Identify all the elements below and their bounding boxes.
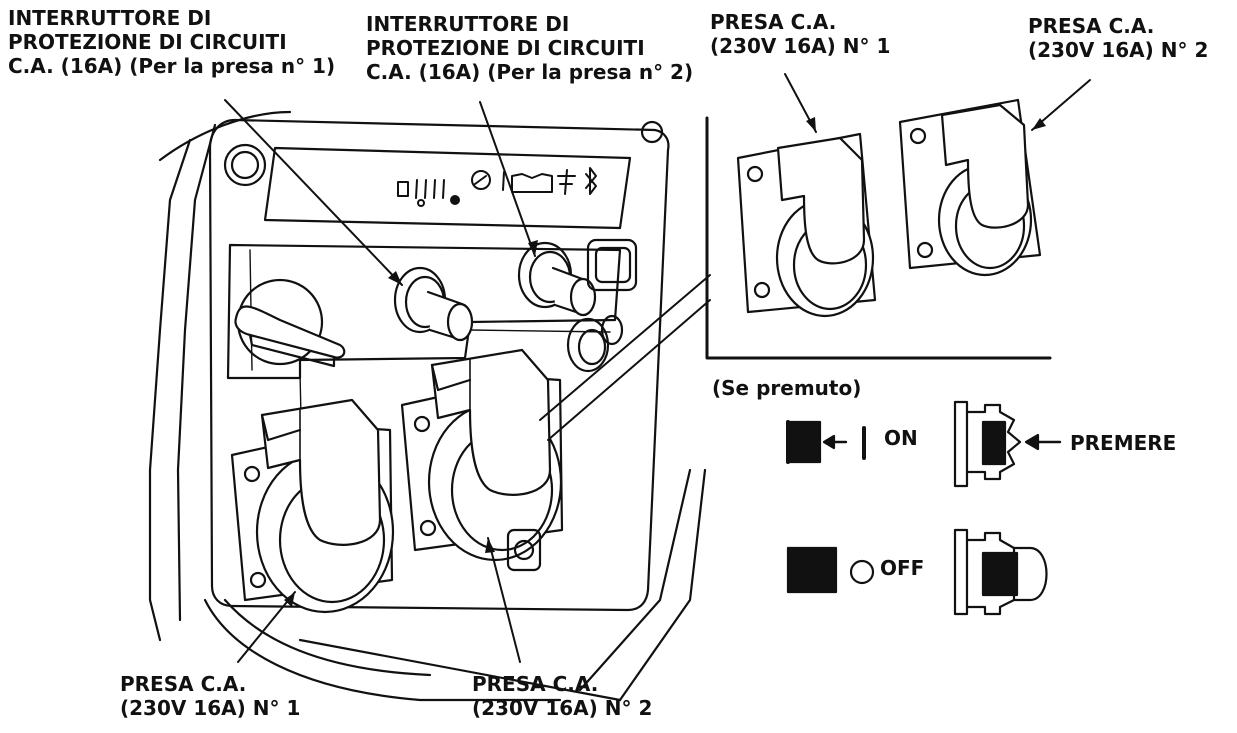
label-pressed-caption: (Se premuto) — [712, 376, 861, 400]
eco-icon — [471, 170, 491, 190]
pressed-button-icon — [786, 420, 822, 464]
leaf-icon — [557, 169, 576, 195]
fuel-knob — [234, 278, 346, 368]
label-line: (230V 16A) N° 2 — [1028, 38, 1209, 62]
lamp-icon — [450, 195, 460, 205]
zoom-line-2 — [547, 299, 711, 441]
inset-outlet-2 — [898, 98, 1042, 277]
label-line: OFF — [880, 556, 925, 580]
label-line: (230V 16A) N° 1 — [120, 696, 301, 720]
label-line: (230V 16A) N° 2 — [472, 696, 653, 720]
label-circuit-breaker-2: INTERRUTTORE DI PROTEZIONE DI CIRCUITI C… — [366, 12, 693, 84]
inset-outlet-1 — [736, 132, 877, 318]
bar-icon — [415, 179, 418, 199]
bluetooth-icon — [585, 167, 597, 195]
reset-button — [586, 238, 638, 292]
leader-arrowheads — [284, 117, 1046, 607]
breaker-off-state — [786, 546, 875, 594]
label-line: PRESA C.A. — [710, 10, 837, 34]
circuit-breaker-2 — [517, 241, 597, 317]
label-inset-outlet-2: PRESA C.A. (230V 16A) N° 2 — [1028, 14, 1208, 62]
leader-outlet-1 — [237, 591, 296, 663]
ground-terminal — [506, 528, 542, 572]
leader-breaker-2 — [479, 101, 536, 257]
generator-housing — [148, 110, 707, 702]
label-line: PRESA C.A. — [120, 672, 247, 696]
label-line: C.A. (16A) (Per la presa n° 2) — [366, 60, 694, 84]
label-line: PRESA C.A. — [472, 672, 599, 696]
leader-breaker-1 — [224, 99, 403, 286]
label-outlet-1: PRESA C.A. (230V 16A) N° 1 — [120, 672, 300, 720]
breaker-on-state — [786, 420, 866, 464]
off-symbol-icon — [849, 559, 875, 585]
label-press: PREMERE — [1070, 431, 1176, 455]
label-line: PRESA C.A. — [1028, 14, 1155, 38]
small-lamp-icon — [417, 199, 425, 207]
inset-frame — [705, 116, 1052, 360]
breaker-on-sideview — [953, 400, 1062, 488]
breaker-off-sideview — [953, 528, 1048, 616]
label-inset-outlet-1: PRESA C.A. (230V 16A) N° 1 — [710, 10, 890, 58]
ac-outlet-1 — [230, 398, 395, 614]
label-line: (230V 16A) N° 1 — [710, 34, 891, 58]
label-line: INTERRUTTORE DI — [366, 12, 570, 36]
leader-outlet-2 — [487, 537, 521, 663]
label-line: INTERRUTTORE DI — [8, 6, 212, 30]
manual-icon — [511, 173, 553, 193]
dc-outlet — [566, 314, 624, 373]
ac-outlet-2 — [400, 348, 564, 562]
label-line: ON — [884, 426, 918, 450]
label-line: PREMERE — [1070, 431, 1177, 455]
label-line: PROTEZIONE DI CIRCUITI — [366, 36, 645, 60]
label-on: ON — [884, 426, 918, 450]
label-off: OFF — [880, 556, 924, 580]
released-button-icon — [786, 546, 838, 594]
circuit-breaker-1 — [393, 266, 474, 342]
label-outlet-2: PRESA C.A. (230V 16A) N° 2 — [472, 672, 652, 720]
fuel-icon — [397, 181, 409, 197]
zoom-line-1 — [539, 274, 711, 421]
label-line: C.A. (16A) (Per la presa n° 1) — [8, 54, 336, 78]
indicator-icons — [397, 167, 597, 207]
label-circuit-breaker-1: INTERRUTTORE DI PROTEZIONE DI CIRCUITI C… — [8, 6, 335, 78]
label-line: (Se premuto) — [712, 376, 862, 400]
label-line: PROTEZIONE DI CIRCUITI — [8, 30, 287, 54]
